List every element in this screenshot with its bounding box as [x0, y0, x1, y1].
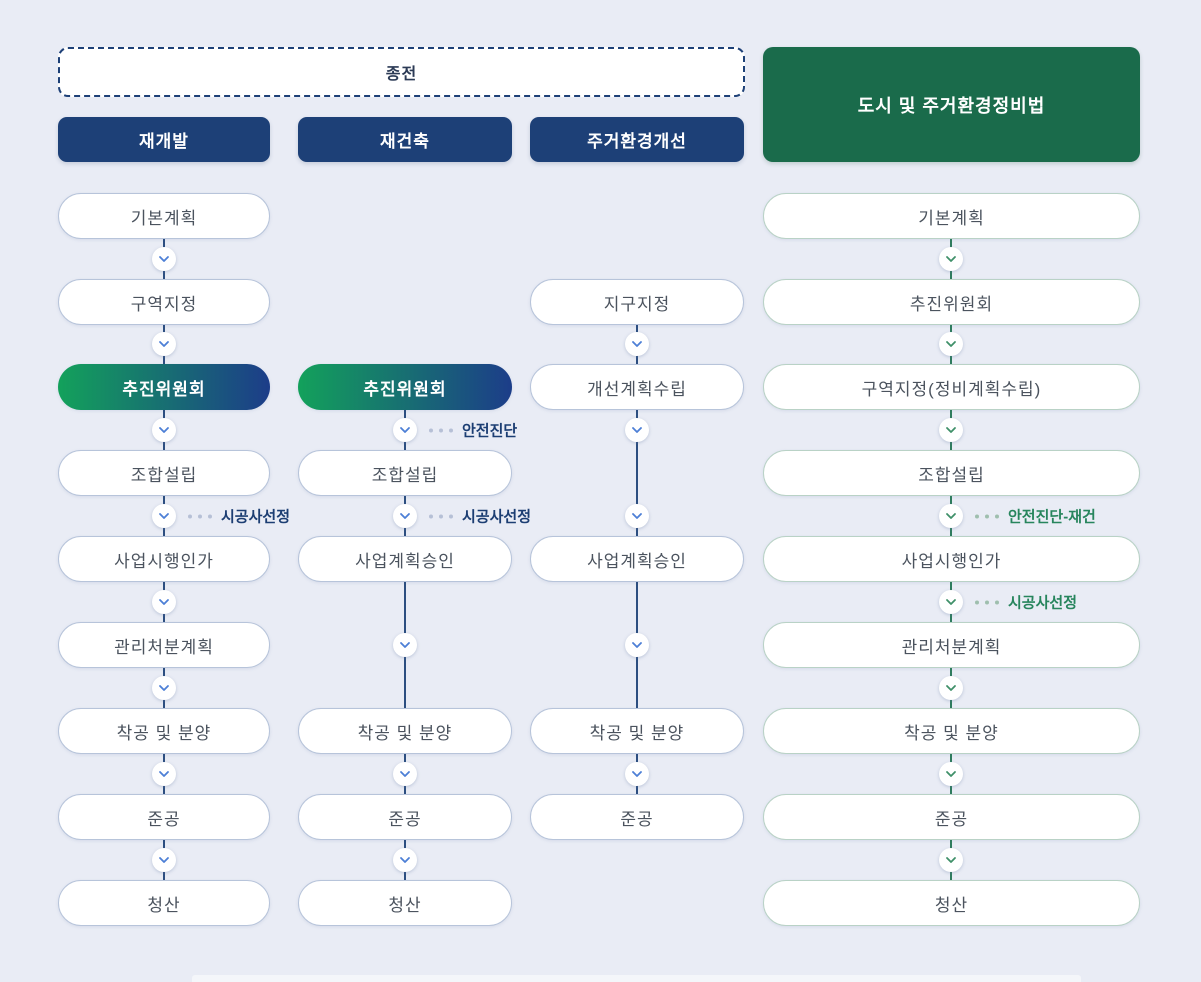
- reconstruction-step-association-establishment: 조합설립: [298, 450, 512, 496]
- chevron-down-icon: [152, 332, 176, 356]
- annotation-safety-inspection-reconstruction: 안전진단-재건: [975, 506, 1096, 527]
- header-redevelopment: 재개발: [58, 117, 270, 162]
- reconstruction-step-promotion-committee: 추진위원회: [298, 364, 512, 410]
- header-residential-improvement: 주거환경개선: [530, 117, 744, 162]
- redevelopment-step-completion: 준공: [58, 794, 270, 840]
- header-redevelopment-label: 재개발: [139, 132, 189, 151]
- ellipsis-icon: [975, 600, 999, 604]
- annotation-safety-inspection: 안전진단: [429, 420, 517, 441]
- improvement-step-project-plan-approval: 사업계획승인: [530, 536, 744, 582]
- chevron-down-icon: [152, 762, 176, 786]
- redevelopment-step-construction-and-sale: 착공 및 분양: [58, 708, 270, 754]
- chevron-down-icon: [152, 247, 176, 271]
- redevelopment-step-project-implementation-approval: 사업시행인가: [58, 536, 270, 582]
- law-step-association-establishment: 조합설립: [763, 450, 1140, 496]
- ellipsis-icon: [429, 514, 453, 518]
- chevron-down-icon: [625, 418, 649, 442]
- chevron-down-icon: [939, 332, 963, 356]
- improvement-step-construction-and-sale: 착공 및 분양: [530, 708, 744, 754]
- chevron-down-icon: [625, 633, 649, 657]
- law-step-promotion-committee: 추진위원회: [763, 279, 1140, 325]
- improvement-step-improvement-plan: 개선계획수립: [530, 364, 744, 410]
- law-step-management-disposition-plan: 관리처분계획: [763, 622, 1140, 668]
- redevelopment-step-zone-designation: 구역지정: [58, 279, 270, 325]
- improvement-step-district-designation: 지구지정: [530, 279, 744, 325]
- chevron-down-icon: [939, 848, 963, 872]
- improvement-step-completion: 준공: [530, 794, 744, 840]
- chevron-down-icon: [625, 332, 649, 356]
- annotation-label: 시공사선정: [221, 508, 291, 526]
- chevron-down-icon: [939, 590, 963, 614]
- connector-line: [636, 410, 638, 536]
- annotation-contractor-selection: 시공사선정: [975, 592, 1077, 613]
- redevelopment-step-liquidation: 청산: [58, 880, 270, 926]
- header-reconstruction-label: 재건축: [380, 132, 430, 151]
- chevron-down-icon: [152, 676, 176, 700]
- header-residential-improvement-label: 주거환경개선: [587, 132, 687, 151]
- chevron-down-icon: [393, 762, 417, 786]
- header-urban-residential-law-label: 도시 및 주거환경정비법: [857, 95, 1046, 116]
- law-step-project-implementation-approval: 사업시행인가: [763, 536, 1140, 582]
- header-reconstruction: 재건축: [298, 117, 512, 162]
- annotation-label: 시공사선정: [1008, 594, 1078, 612]
- chevron-down-icon: [152, 418, 176, 442]
- legacy-band: 종전: [58, 47, 745, 97]
- chevron-down-icon: [939, 762, 963, 786]
- bottom-edge-band: [192, 975, 1081, 982]
- reconstruction-step-liquidation: 청산: [298, 880, 512, 926]
- chevron-down-icon: [152, 590, 176, 614]
- redevelopment-step-basic-plan: 기본계획: [58, 193, 270, 239]
- reconstruction-step-project-plan-approval: 사업계획승인: [298, 536, 512, 582]
- chevron-down-icon: [625, 504, 649, 528]
- ellipsis-icon: [429, 428, 453, 432]
- legacy-band-label: 종전: [385, 66, 418, 83]
- annotation-label: 안전진단-재건: [1008, 508, 1096, 526]
- chevron-down-icon: [393, 418, 417, 442]
- annotation-label: 안전진단: [462, 422, 518, 440]
- annotation-label: 시공사선정: [462, 508, 532, 526]
- chevron-down-icon: [393, 504, 417, 528]
- chevron-down-icon: [939, 504, 963, 528]
- law-step-liquidation: 청산: [763, 880, 1140, 926]
- chevron-down-icon: [152, 504, 176, 528]
- chevron-down-icon: [939, 418, 963, 442]
- redevelopment-step-management-disposition-plan: 관리처분계획: [58, 622, 270, 668]
- annotation-contractor-selection: 시공사선정: [188, 506, 290, 527]
- redevelopment-step-promotion-committee: 추진위원회: [58, 364, 270, 410]
- law-step-completion: 준공: [763, 794, 1140, 840]
- law-step-basic-plan: 기본계획: [763, 193, 1140, 239]
- reconstruction-step-completion: 준공: [298, 794, 512, 840]
- ellipsis-icon: [188, 514, 212, 518]
- reconstruction-step-construction-and-sale: 착공 및 분양: [298, 708, 512, 754]
- annotation-contractor-selection: 시공사선정: [429, 506, 531, 527]
- chevron-down-icon: [152, 848, 176, 872]
- header-urban-residential-law: 도시 및 주거환경정비법: [763, 47, 1140, 162]
- law-step-zone-designation-maintenance-plan: 구역지정(정비계획수립): [763, 364, 1140, 410]
- law-step-construction-and-sale: 착공 및 분양: [763, 708, 1140, 754]
- chevron-down-icon: [939, 676, 963, 700]
- chevron-down-icon: [393, 633, 417, 657]
- chevron-down-icon: [393, 848, 417, 872]
- chevron-down-icon: [625, 762, 649, 786]
- redevelopment-step-association-establishment: 조합설립: [58, 450, 270, 496]
- ellipsis-icon: [975, 514, 999, 518]
- chevron-down-icon: [939, 247, 963, 271]
